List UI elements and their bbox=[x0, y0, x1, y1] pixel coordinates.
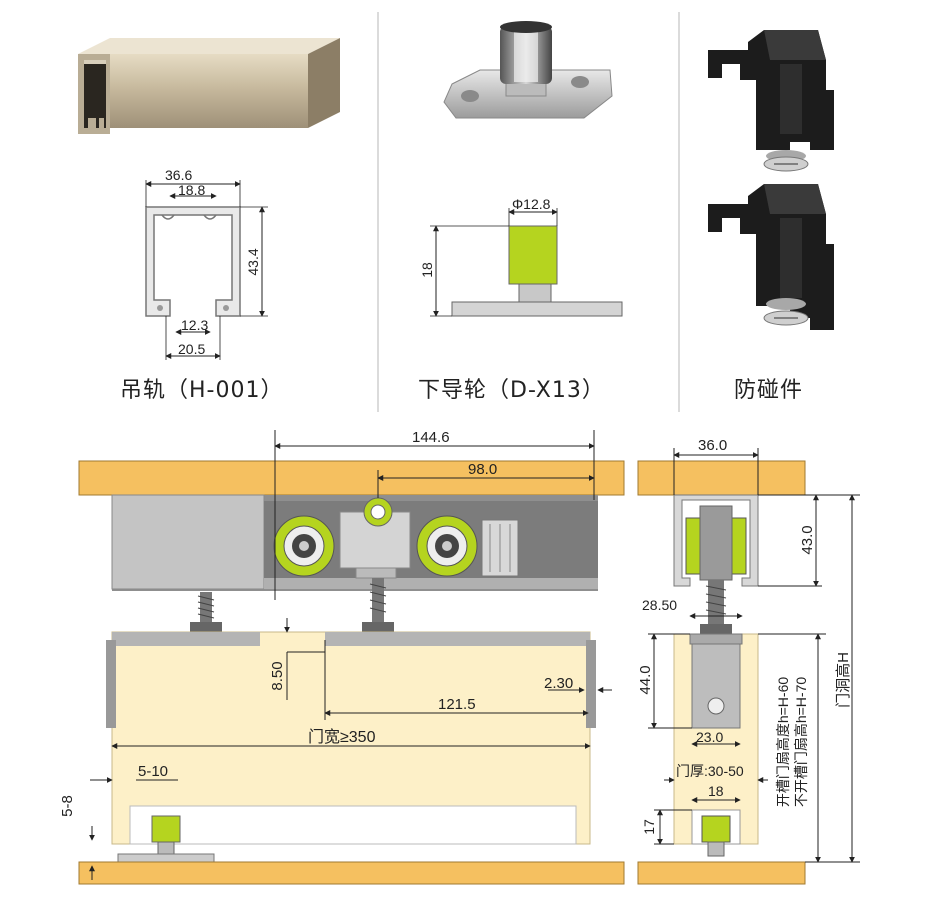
rail-slot-outer: 20.5 bbox=[178, 341, 205, 357]
side-dim-rail-h: 43.0 bbox=[799, 525, 816, 554]
front-view bbox=[78, 430, 625, 885]
bumper-photo-bottom bbox=[708, 184, 834, 330]
front-dim-span: 144.6 bbox=[412, 429, 450, 446]
front-wheel-left bbox=[273, 515, 335, 577]
bumper-photo-top bbox=[708, 30, 834, 172]
guide-drawing bbox=[430, 208, 623, 317]
front-dim-inner-span: 98.0 bbox=[468, 461, 497, 478]
side-floor bbox=[637, 861, 806, 885]
guide-photo bbox=[443, 21, 613, 119]
front-dim-offset: 8.50 bbox=[269, 661, 286, 690]
rail-profile-drawing bbox=[145, 180, 268, 360]
side-dim-hanger-w: 28.50 bbox=[642, 597, 677, 613]
side-leaf-noslot: 不开槽门扇高h=H-70 bbox=[793, 677, 809, 808]
rail-width-top: 18.8 bbox=[178, 182, 205, 198]
front-dim-bottom-gap: 5-10 bbox=[138, 763, 168, 780]
caption-rail: 吊轨（H-001） bbox=[120, 378, 284, 403]
caption-guide: 下导轮（D-X13） bbox=[418, 378, 605, 403]
side-dim-hanger-h: 44.0 bbox=[637, 665, 654, 694]
caption-bumper: 防碰件 bbox=[734, 378, 804, 403]
rail-photo bbox=[78, 38, 340, 134]
front-dim-door-width: 门宽≥350 bbox=[308, 728, 376, 746]
side-dim-rail-w: 36.0 bbox=[698, 437, 727, 454]
side-ceiling-beam bbox=[637, 460, 806, 496]
side-dim-hanger-bw: 23.0 bbox=[696, 729, 723, 745]
front-dim-gap: 2.30 bbox=[544, 675, 573, 692]
side-dim-thickness: 门厚:30-50 bbox=[676, 763, 744, 779]
front-dim-floor-gap: 5-8 bbox=[59, 795, 76, 817]
side-dim-guide-w: 18 bbox=[708, 783, 724, 799]
rail-width-total: 36.6 bbox=[165, 167, 192, 183]
side-dim-guide-h: 17 bbox=[641, 819, 657, 835]
side-view bbox=[637, 448, 860, 885]
front-dim-door-offset: 121.5 bbox=[438, 696, 476, 713]
guide-height: 18 bbox=[419, 262, 435, 278]
rail-slot-inner: 12.3 bbox=[181, 317, 208, 333]
side-opening-height: 门洞高H bbox=[835, 652, 852, 708]
guide-diameter: Φ12.8 bbox=[512, 196, 551, 212]
rail-height: 43.4 bbox=[245, 248, 261, 275]
front-wheel-right bbox=[416, 515, 478, 577]
side-leaf-slot: 开槽门扇高度h=H-60 bbox=[775, 677, 791, 808]
front-floor bbox=[78, 861, 625, 885]
